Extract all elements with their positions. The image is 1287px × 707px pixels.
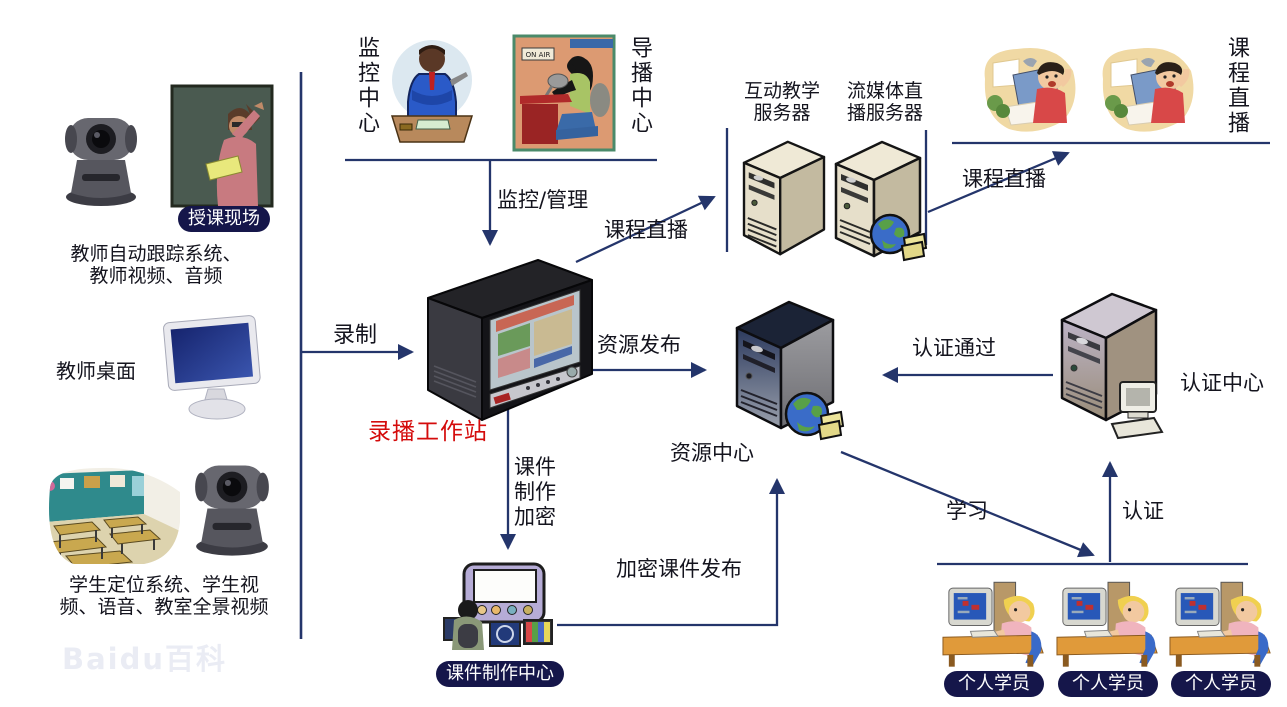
- course-live-right-label: 课程直播: [962, 167, 1046, 191]
- streaming-server-icon: [834, 140, 928, 262]
- personal-student-badge: 个人学员: [1058, 671, 1158, 697]
- teacher-monitor-icon: [163, 315, 261, 420]
- auth-server-icon: [1060, 292, 1164, 440]
- interactive-server-label: 互动教学 服务器: [743, 80, 820, 125]
- classroom-scene-icon: [49, 467, 180, 564]
- arrow-course-live-mid: [575, 195, 716, 264]
- encrypted-publish-label: 加密课件发布: [616, 557, 742, 581]
- scene-badge: 授课现场: [178, 206, 270, 232]
- monitoring-center-label: 监控中心: [354, 36, 379, 136]
- resource-center-label: 资源中心: [670, 441, 754, 465]
- course-live-vertical-label: 课程直播: [1224, 36, 1249, 136]
- arrow-encrypted-publish: [557, 478, 785, 627]
- personal-student-badge: 个人学员: [944, 671, 1044, 697]
- record-label: 录制: [333, 323, 378, 348]
- monitoring-officer-icon: [390, 40, 474, 143]
- interactive-server-icon: [742, 140, 826, 256]
- teacher-system-label: 教师自动跟踪系统、 教师视频、音频: [70, 243, 242, 288]
- personal-student-icon: [1169, 581, 1271, 667]
- auth-center-label: 认证中心: [1180, 371, 1264, 395]
- study-label: 学习: [946, 499, 988, 523]
- student-system-label: 学生定位系统、学生视 频、语音、教室全景视频: [59, 574, 269, 619]
- globe-money-icon: [784, 391, 845, 441]
- teacher-desktop-label: 教师桌面: [56, 359, 136, 383]
- resource-server-icon: [735, 300, 845, 441]
- course-live-mid-label: 课程直播: [604, 218, 688, 242]
- student-laptop-kid-icon: [984, 47, 1076, 132]
- auth-label: 认证: [1122, 499, 1164, 523]
- workstation-label: 录播工作站: [368, 419, 488, 445]
- teacher-blackboard-icon: [170, 84, 274, 208]
- globe-money-icon: [869, 213, 928, 262]
- personal-student-icon: [1056, 581, 1158, 667]
- auth-pass-label: 认证通过: [912, 336, 996, 360]
- arrow-study: [840, 450, 1095, 558]
- courseware-studio-icon: [443, 562, 553, 650]
- ptz-camera2-icon: [195, 465, 269, 556]
- arrow-course-live-right: [927, 151, 1070, 214]
- streaming-server-label: 流媒体直 播服务器: [846, 80, 923, 125]
- director-center-label: 导播中心: [627, 36, 652, 136]
- on-air-sign: ON AIR: [526, 51, 551, 59]
- personal-student-badge: 个人学员: [1171, 671, 1271, 697]
- courseware-make-encrypt-label: 课件 制作 加密: [514, 455, 556, 529]
- student-laptop-kid2-icon: [1102, 47, 1194, 132]
- desktop-pc-icon: [1110, 381, 1164, 440]
- watermark: Baidu百科: [62, 642, 228, 676]
- broadcast-director-icon: ON AIR: [512, 34, 616, 152]
- resource-publish-label: 资源发布: [597, 333, 681, 357]
- personal-student-icon: [942, 581, 1044, 667]
- ptz-camera-icon: [65, 118, 137, 206]
- recording-workstation-icon: [427, 259, 593, 421]
- courseware-center-badge: 课件制作中心: [436, 661, 564, 687]
- monitor-manage-label: 监控/管理: [497, 188, 589, 212]
